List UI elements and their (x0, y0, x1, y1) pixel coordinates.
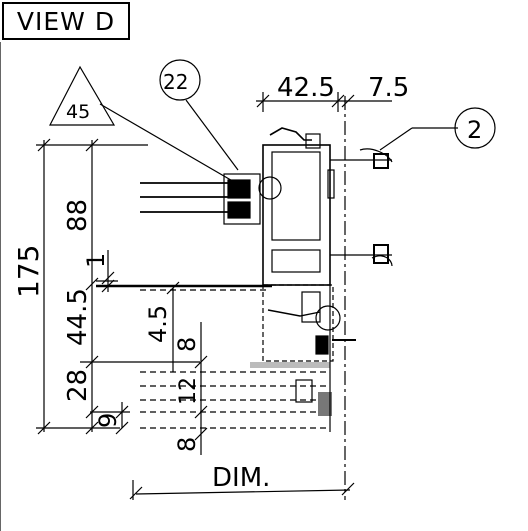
dim-9: 9 (94, 413, 122, 428)
dim-8-a: 8 (173, 337, 201, 352)
dim-88: 88 (63, 199, 93, 232)
gasket-block (223, 173, 261, 225)
circle-label-2: 2 (467, 116, 482, 144)
view-title: VIEW D (16, 6, 116, 36)
leader-22 (185, 99, 239, 171)
circle-label-22: 22 (163, 70, 188, 94)
dim-44-5: 44.5 (63, 288, 93, 346)
dim-line-bottom (135, 489, 351, 495)
triangle-callout (49, 65, 116, 126)
circle-callout-2 (454, 107, 496, 149)
view-title-box: VIEW D (2, 2, 130, 40)
dim-42-5: 42.5 (277, 73, 335, 103)
dim-12: 12 (176, 377, 201, 405)
circle-callout-22 (159, 59, 201, 101)
dim-7-5: 7.5 (368, 73, 409, 103)
dim-8-b: 8 (173, 437, 201, 452)
dim-label-bottom: DIM. (212, 463, 270, 493)
leader-45 (99, 103, 249, 191)
dim-28: 28 (63, 369, 93, 402)
triangle-label: 45 (66, 101, 90, 123)
dim-4-5: 4.5 (144, 305, 172, 343)
dim-1: 1 (82, 253, 110, 268)
dim-175: 175 (12, 245, 45, 298)
